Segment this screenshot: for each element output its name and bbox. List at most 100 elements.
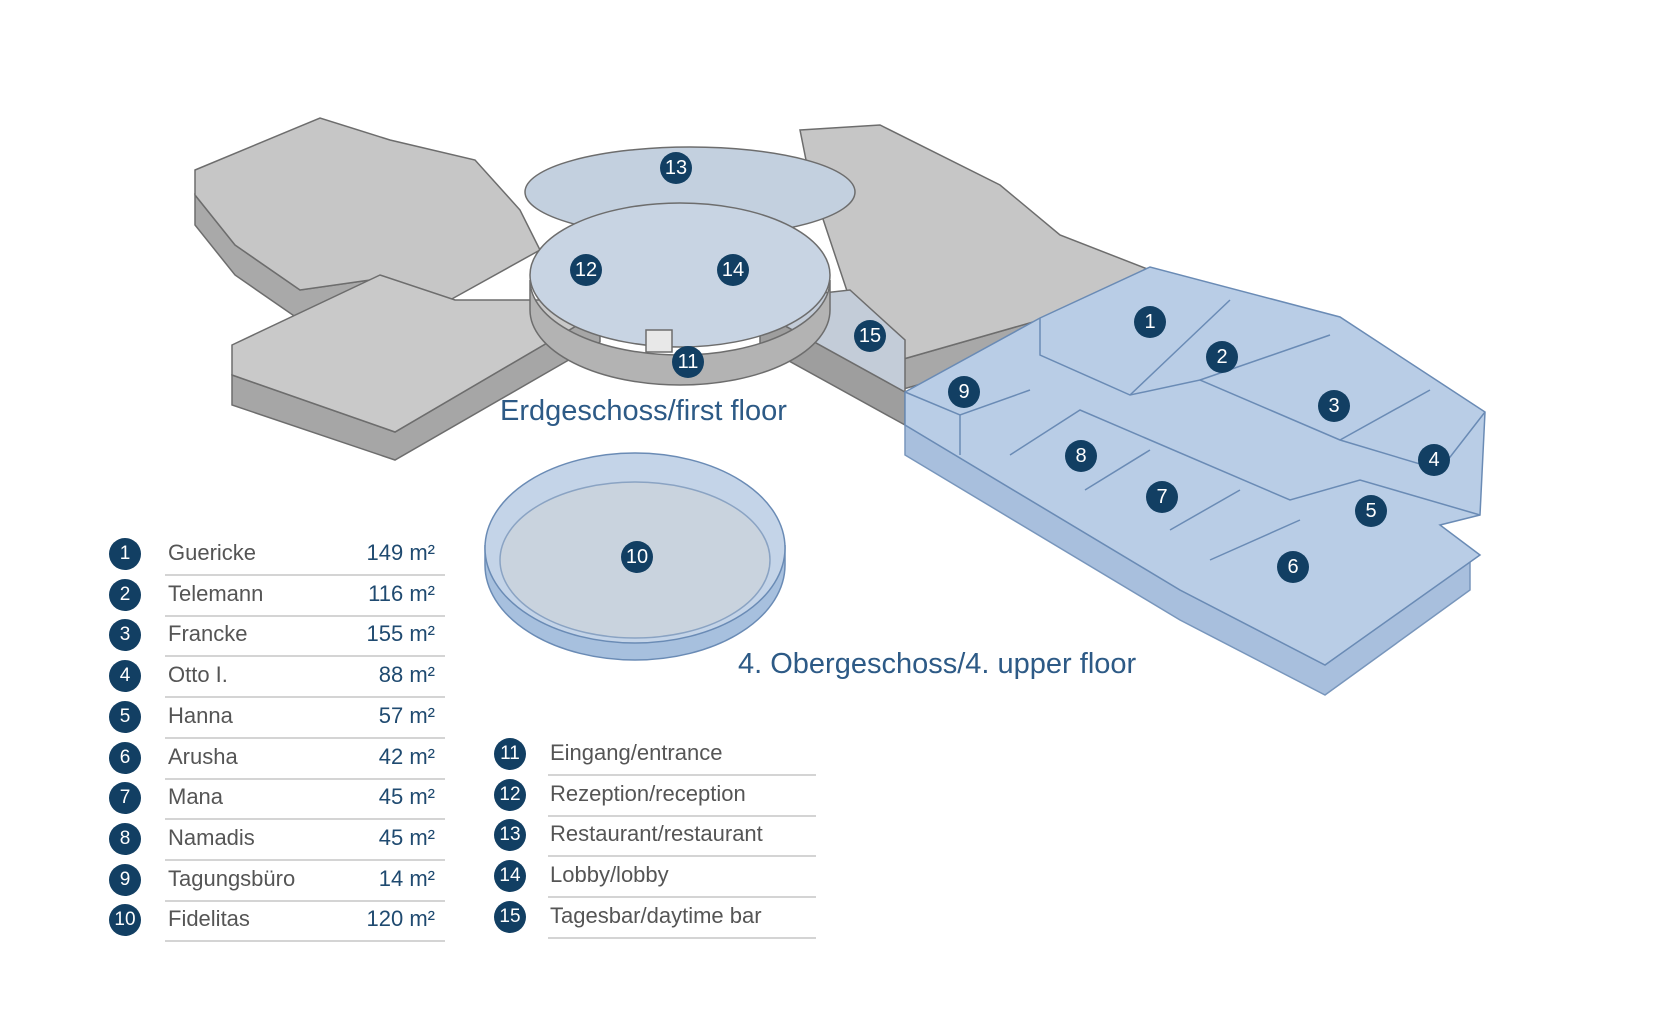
room-name: Guericke [168, 540, 257, 565]
room-legend-row: 5 Hanna 57 m² [0, 697, 460, 739]
facility-legend-row: 15 Tagesbar/daytime bar [0, 897, 830, 939]
room-area: 120 m² [366, 906, 435, 932]
room-number-badge: 7 [109, 782, 141, 815]
marker-11: 11 [672, 346, 704, 378]
room-legend-row: 2 Telemann 116 m² [0, 575, 460, 617]
marker-12: 12 [570, 254, 602, 286]
svg-text:3: 3 [1328, 395, 1339, 417]
room-divider [1209, 519, 1301, 561]
facility-legend-row: 11 Eingang/entrance [0, 734, 830, 776]
room-legend-row: 8 Namadis 45 m² [0, 819, 460, 861]
room-number-badge: 1 [109, 538, 141, 570]
marker-15: 15 [854, 320, 886, 352]
room-divider [1129, 299, 1231, 396]
svg-text:11: 11 [678, 351, 699, 373]
marker-10: 10 [621, 541, 653, 573]
room-name: Telemann [168, 580, 264, 606]
room-number-badge: 9 [109, 863, 141, 896]
room-legend-row: 9 Tagungsbüro 14 m² [0, 860, 460, 902]
room-legend-row: 6 Arusha 42 m² [0, 738, 460, 780]
row-divider [548, 855, 816, 858]
row-divider [165, 940, 445, 943]
room-area: 42 m² [378, 743, 435, 769]
marker-2: 2 [1206, 341, 1238, 373]
facility-number-badge: 14 [494, 860, 526, 893]
marker-7: 7 [1146, 481, 1178, 513]
facility-number-badge: 15 [494, 900, 526, 933]
entrance-door [645, 329, 673, 353]
row-divider [165, 655, 445, 658]
room-area: 155 m² [366, 621, 435, 647]
row-divider [548, 896, 816, 899]
row-divider [165, 574, 445, 576]
room-number-badge: 2 [109, 578, 141, 611]
room-number-badge: 3 [109, 619, 141, 652]
marker-3: 3 [1318, 390, 1350, 422]
facility-number-badge: 12 [494, 778, 526, 811]
row-divider [165, 736, 445, 739]
room-area: 45 m² [378, 824, 435, 850]
room-number-badge: 5 [109, 700, 141, 733]
room-name: Francke [168, 621, 248, 647]
svg-text:12: 12 [575, 259, 597, 281]
facility-name: Lobby/lobby [550, 862, 669, 888]
svg-text:6: 6 [1287, 556, 1298, 578]
facility-legend-row: 12 Rezeption/reception [0, 775, 830, 817]
room-legend-row: 4 Otto I. 88 m² [0, 656, 460, 699]
room-area: 14 m² [378, 865, 435, 891]
svg-text:1: 1 [1144, 311, 1155, 333]
room-name: Fidelitas [168, 906, 250, 932]
lobby-floor [529, 202, 831, 348]
svg-text:10: 10 [626, 546, 648, 568]
room-area: 57 m² [378, 702, 435, 728]
room-legend-row: 10 Fidelitas 120 m² [0, 900, 460, 943]
upper-wing-floor [904, 266, 1486, 666]
room-number-badge: 10 [109, 904, 141, 937]
facility-name: Eingang/entrance [550, 740, 723, 765]
svg-text:9: 9 [958, 381, 969, 403]
room-area: 45 m² [378, 784, 435, 810]
row-divider [548, 814, 816, 817]
room-name: Tagungsbüro [168, 865, 296, 891]
svg-text:8: 8 [1075, 445, 1086, 467]
room-divider [1339, 389, 1431, 441]
marker-1: 1 [1134, 306, 1166, 338]
ground-floor [194, 117, 1152, 461]
room-divider [1169, 489, 1241, 531]
row-divider [165, 899, 445, 902]
row-divider [548, 774, 816, 776]
svg-text:4: 4 [1428, 449, 1439, 471]
upper-floor-wing [904, 266, 1486, 696]
svg-text:7: 7 [1156, 486, 1167, 508]
facility-name: Restaurant/restaurant [550, 821, 763, 847]
room-name: Mana [168, 784, 224, 810]
marker-13: 13 [660, 152, 692, 184]
facility-name: Rezeption/reception [550, 780, 746, 806]
marker-9: 9 [948, 376, 980, 408]
row-divider [165, 696, 445, 699]
row-divider [165, 858, 445, 861]
left-wing-floor [194, 117, 541, 301]
room-divider [1084, 449, 1151, 491]
svg-text:13: 13 [665, 157, 687, 179]
marker-5: 5 [1355, 495, 1387, 527]
rotunda-wall [529, 279, 831, 386]
room-number-badge: 6 [109, 741, 141, 774]
row-divider [548, 936, 816, 939]
room-name: Otto I. [168, 662, 228, 688]
svg-text:5: 5 [1365, 500, 1376, 522]
room-legend-row: 7 Mana 45 m² [0, 778, 460, 821]
marker-8: 8 [1065, 440, 1097, 472]
room-area: 88 m² [378, 662, 435, 688]
room-area: 149 m² [366, 540, 435, 565]
room-walls [1009, 409, 1481, 516]
facility-legend-row: 13 Restaurant/restaurant [0, 815, 830, 858]
room-number-badge: 8 [109, 822, 141, 855]
row-divider [165, 614, 445, 617]
row-divider [165, 777, 445, 780]
room-legend-row: 1 Guericke 149 m² [0, 534, 460, 576]
facility-name: Tagesbar/daytime bar [550, 902, 762, 928]
room-legend-row: 3 Francke 155 m² [0, 615, 460, 658]
facility-legend-row: 14 Lobby/lobby [0, 856, 830, 899]
